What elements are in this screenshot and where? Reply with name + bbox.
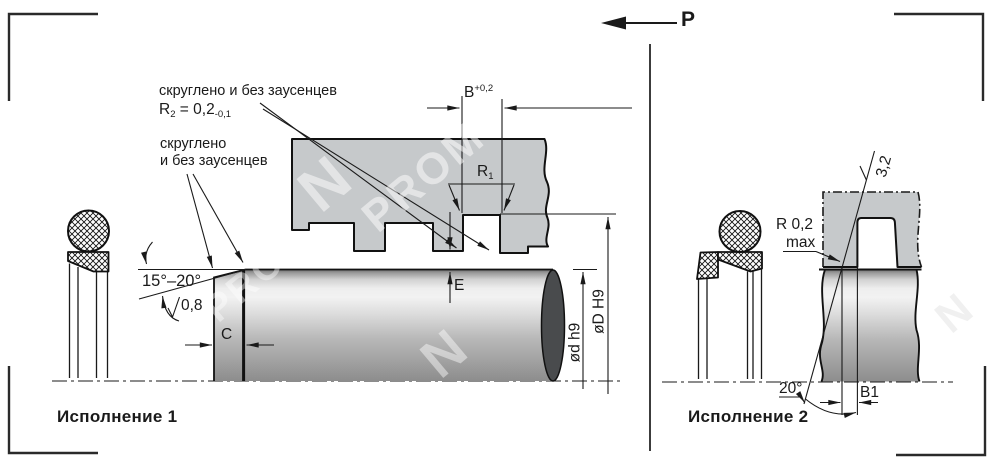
view2-housing [822,191,923,268]
note-rounded-deburred-1: скруглено и без заусенцев [159,83,337,99]
view2-caption: Исполнение 2 [688,407,809,426]
view2-dimension-lines [779,150,878,418]
view1-dimension-lines [138,96,632,394]
frame-corner-marks [7,12,987,457]
rod-end-face [540,269,566,382]
view1-caption: Исполнение 1 [57,407,178,426]
seal-body-hatched [67,251,110,273]
chamfer-roughness-label: 0,8 [181,297,203,314]
pressure-label: P [681,8,696,31]
corner-radius-label-line2: max [786,234,816,251]
note-rounded-deburred-2b: и без заусенцев [160,153,268,169]
seal-body-hatched [717,251,763,273]
groove-radius-label: R1 [477,163,494,182]
flank-angle-label: 20° [779,380,803,397]
backup-ring-hatched [696,251,719,280]
clearance-label: E [454,277,465,294]
o-ring-hatched [718,210,762,253]
o-ring-hatched [67,209,110,253]
bore-diameter-label: øD H9 [590,289,608,334]
view2-seal-cross-section [696,210,763,379]
view2-rod [819,268,922,382]
pressure-arrow-icon [601,16,677,30]
view1-rod [213,268,566,382]
note-rounded-deburred-2a: скруглено [160,136,227,152]
view1-housing [291,138,550,254]
rod-diameter-label: ød h9 [566,322,584,363]
groove-width-label: B+0,2 [464,83,494,101]
view1-seal-cross-section [67,209,110,378]
note-r2-value: R2 = 0,2-0,1 [159,101,232,120]
chamfer-angle-label: 15°–20° [142,272,202,290]
chamfer-length-label: C [221,326,233,343]
groove-width-b1-label: B1 [860,384,879,401]
corner-radius-label-line1: R 0,2 [776,216,814,233]
